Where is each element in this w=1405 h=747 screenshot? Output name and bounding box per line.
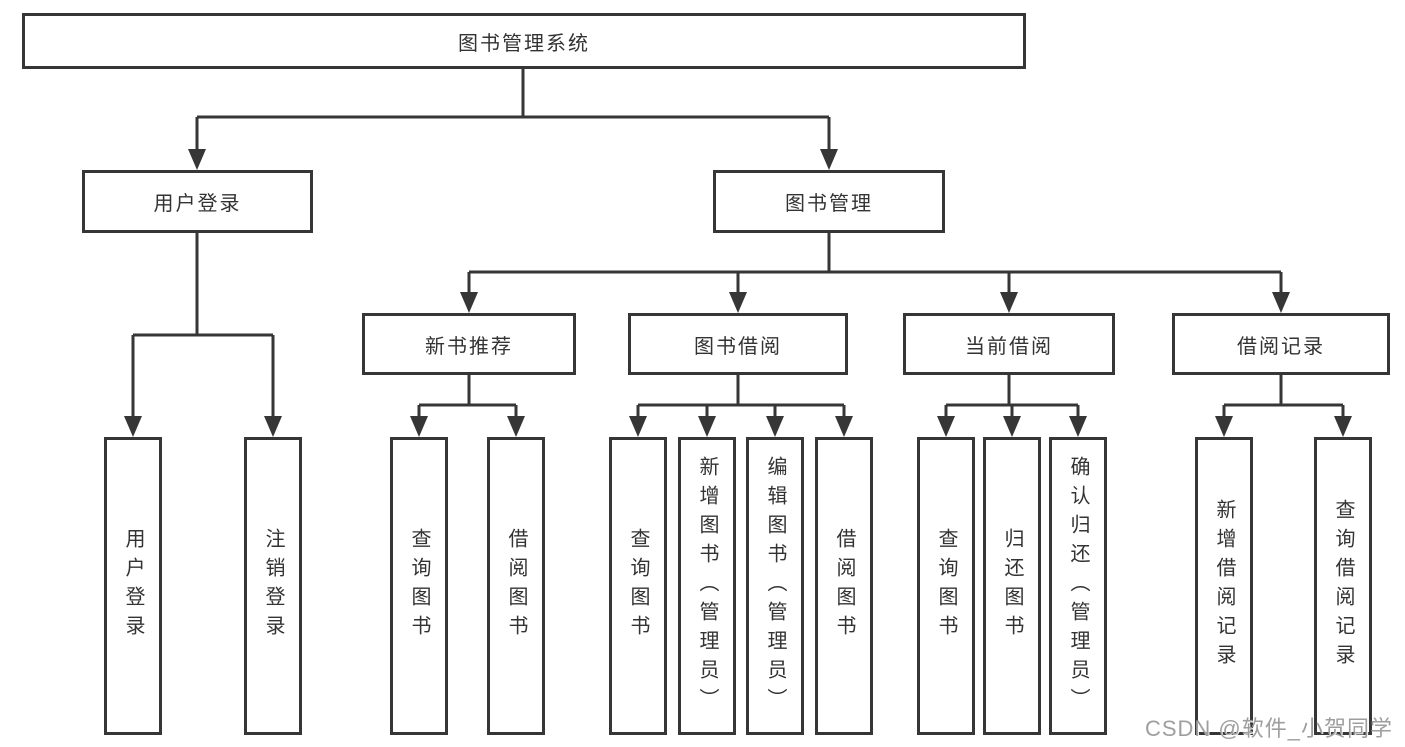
leaf-confirm-return-admin: 确认归还（管理员）	[1049, 437, 1107, 735]
watermark: CSDN @软件_小贺同学	[1144, 716, 1393, 741]
leaf-query-books-current-label: 查询图书	[935, 528, 957, 644]
node-borrowing-records-label: 借阅记录	[1237, 335, 1325, 358]
leaf-query-books-recommend: 查询图书	[390, 437, 448, 735]
leaf-borrow-books-recommend-label: 借阅图书	[505, 528, 527, 644]
leaf-query-borrow-record: 查询借阅记录	[1314, 437, 1372, 735]
node-user-login-branch: 用户登录	[82, 170, 313, 233]
leaf-borrow-books-recommend: 借阅图书	[487, 437, 545, 735]
arrowheads	[124, 149, 1352, 437]
leaf-logout: 注销登录	[244, 437, 302, 735]
node-borrowing-records: 借阅记录	[1172, 313, 1390, 375]
leaf-edit-books-admin-label: 编辑图书（管理员）	[764, 455, 786, 717]
leaf-query-books-current: 查询图书	[917, 437, 975, 735]
node-book-borrowing-label: 图书借阅	[694, 335, 782, 358]
leaf-add-books-admin: 新增图书（管理员）	[678, 437, 736, 735]
node-new-book-recommend-label: 新书推荐	[425, 335, 513, 358]
node-book-management-label: 图书管理	[785, 193, 873, 215]
leaf-add-borrow-record-label: 新增借阅记录	[1213, 499, 1235, 673]
leaf-edit-books-admin: 编辑图书（管理员）	[746, 437, 804, 735]
node-user-login-branch-label: 用户登录	[153, 193, 242, 215]
leaf-logout-label: 注销登录	[262, 528, 284, 644]
leaf-confirm-return-admin-label: 确认归还（管理员）	[1067, 455, 1089, 717]
node-root-label: 图书管理系统	[458, 32, 590, 55]
leaf-user-login-label: 用户登录	[122, 528, 144, 644]
leaf-query-borrow-record-label: 查询借阅记录	[1332, 499, 1354, 673]
node-current-borrowing-label: 当前借阅	[965, 335, 1053, 358]
node-new-book-recommend: 新书推荐	[362, 313, 576, 375]
node-current-borrowing: 当前借阅	[903, 313, 1115, 375]
leaf-borrow-books-borrowing-label: 借阅图书	[833, 528, 855, 644]
leaf-borrow-books-borrowing: 借阅图书	[815, 437, 873, 735]
leaf-add-books-admin-label: 新增图书（管理员）	[696, 455, 718, 717]
leaf-return-books: 归还图书	[983, 437, 1041, 735]
leaf-user-login: 用户登录	[104, 437, 162, 735]
leaf-query-books-recommend-label: 查询图书	[408, 528, 430, 644]
leaf-query-books-borrowing: 查询图书	[609, 437, 667, 735]
node-root: 图书管理系统	[22, 13, 1026, 69]
node-book-management: 图书管理	[713, 170, 945, 233]
node-book-borrowing: 图书借阅	[628, 313, 848, 375]
leaf-return-books-label: 归还图书	[1001, 528, 1023, 644]
leaf-query-books-borrowing-label: 查询图书	[627, 528, 649, 644]
leaf-add-borrow-record: 新增借阅记录	[1195, 437, 1253, 735]
